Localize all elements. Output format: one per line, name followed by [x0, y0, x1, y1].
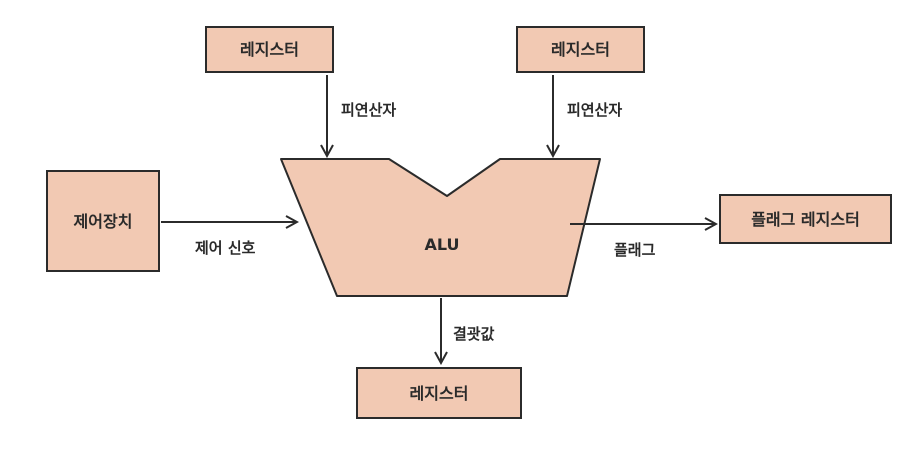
flag-label: 플래그 [614, 241, 656, 259]
register-bottom-label: 레지스터 [410, 384, 469, 403]
register-top-left-label: 레지스터 [240, 40, 299, 59]
flag-register-box: 플래그 레지스터 [719, 194, 892, 244]
control-unit-box: 제어장치 [46, 170, 160, 272]
register-top-right-box: 레지스터 [516, 26, 645, 73]
control-unit-label: 제어장치 [74, 212, 133, 231]
register-top-left-box: 레지스터 [205, 26, 334, 73]
operand-left-label: 피연산자 [341, 101, 396, 119]
flag-register-label: 플래그 레지스터 [751, 210, 860, 229]
register-top-right-label: 레지스터 [551, 40, 610, 59]
operand-right-label: 피연산자 [567, 101, 622, 119]
result-label: 결괏값 [453, 325, 495, 343]
alu-label: ALU [425, 235, 460, 254]
control-signal-label: 제어 신호 [195, 239, 256, 257]
alu-block: ALU [280, 158, 601, 297]
register-bottom-box: 레지스터 [356, 367, 522, 419]
